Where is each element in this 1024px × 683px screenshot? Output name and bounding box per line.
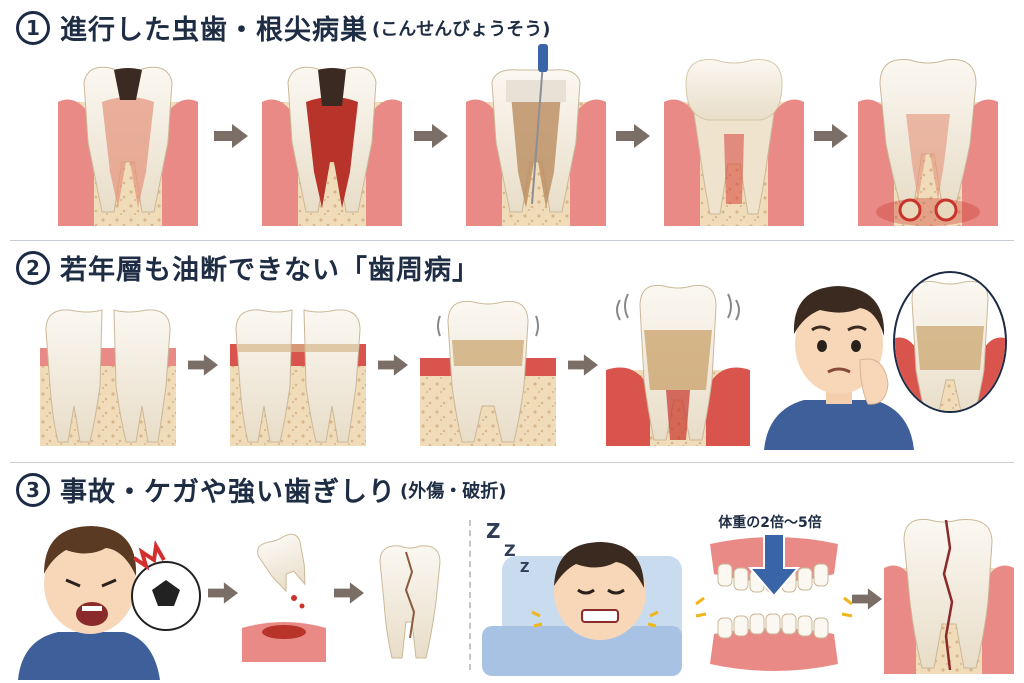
section-2-number: 2 — [16, 250, 50, 285]
svg-text:Z: Z — [486, 519, 501, 543]
section-3-separator — [469, 520, 471, 670]
section-divider — [10, 462, 1014, 463]
arrow-icon — [414, 124, 448, 148]
section-divider — [10, 240, 1014, 241]
cracked-tooth-icon — [884, 518, 1014, 674]
deep-decay-tooth-icon — [262, 66, 402, 226]
section-2-title: 若年層も油断できない「歯周病」 — [60, 255, 480, 286]
worried-boy-icon — [764, 286, 914, 450]
section-periodontal: 2 若年層も油断できない「歯周病」 — [0, 240, 1024, 462]
section-caries: 1 進行した虫歯・根尖病巣 (こんせんびょうそう) — [0, 0, 1024, 240]
zoom-bubble — [893, 271, 1007, 413]
arrow-icon — [334, 582, 364, 604]
arrow-icon — [568, 354, 598, 376]
decayed-tooth-icon — [58, 66, 198, 226]
arrow-icon — [214, 124, 248, 148]
receding-gum-tooth-icon — [606, 284, 750, 446]
crowned-tooth-icon — [664, 59, 804, 226]
fractured-tooth-icon — [379, 545, 441, 659]
gingivitis-teeth-icon — [230, 309, 366, 446]
section-3-number: 3 — [16, 472, 50, 507]
svg-text:Z: Z — [504, 541, 516, 560]
section-3-heading: 3 事故・ケガや強い歯ぎしり (外傷・破折) — [16, 470, 506, 509]
healthy-teeth-icon — [40, 309, 176, 446]
section-trauma: 3 事故・ケガや強い歯ぎしり (外傷・破折) — [0, 462, 1024, 683]
section-2-heading: 2 若年層も油断できない「歯周病」 — [16, 248, 480, 287]
section-3-title: 事故・ケガや強い歯ぎしり — [60, 477, 396, 508]
section-1-heading: 1 進行した虫歯・根尖病巣 (こんせんびょうそう) — [16, 8, 550, 47]
section-1-title: 進行した虫歯・根尖病巣 — [60, 15, 368, 46]
arrow-icon — [814, 124, 848, 148]
svg-text:Z: Z — [520, 561, 529, 576]
endodontic-file-icon — [466, 44, 606, 226]
arrow-icon — [616, 124, 650, 148]
knocked-out-tooth-icon — [242, 533, 326, 662]
sleeping-boy-icon: Z Z Z — [482, 519, 682, 676]
injured-boy-icon — [18, 526, 201, 680]
abscess-tooth-icon — [858, 59, 998, 226]
arrow-icon — [852, 588, 882, 610]
section-1-number: 1 — [16, 10, 50, 45]
arrow-icon — [378, 354, 408, 376]
arrow-icon — [208, 582, 238, 604]
dentures-pressure-icon — [695, 534, 853, 671]
bruxism-force-label: 体重の2倍〜5倍 — [718, 515, 822, 531]
section-3-subtitle: (外傷・破折) — [400, 480, 507, 502]
periodontitis-tooth-icon — [420, 300, 556, 446]
section-1-subtitle: (こんせんびょうそう) — [372, 18, 551, 40]
arrow-icon — [188, 354, 218, 376]
